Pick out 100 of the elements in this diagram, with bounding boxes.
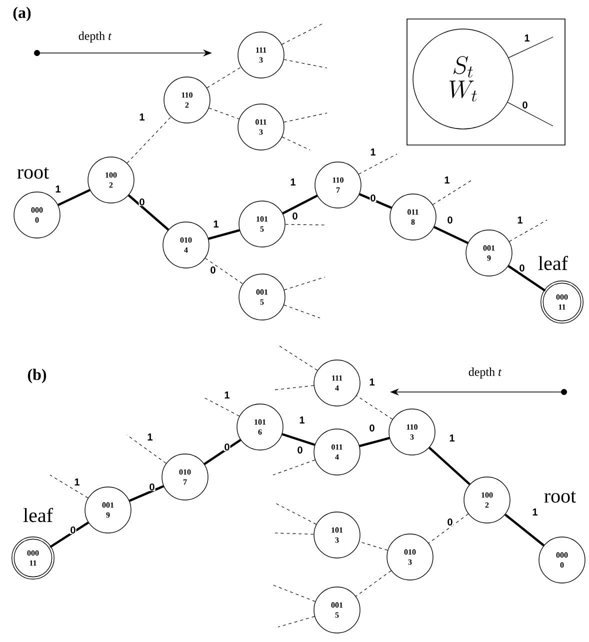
edge-label: 1 <box>370 148 376 156</box>
state-node: 111 3 <box>238 32 284 78</box>
branch-line <box>282 136 310 150</box>
branch-line <box>428 446 470 486</box>
edge-label: 0 <box>370 194 376 202</box>
branch-line <box>274 532 314 535</box>
state-node: 110 2 <box>164 76 210 124</box>
branch-line <box>284 276 326 290</box>
branch-line <box>50 474 88 498</box>
edge-label: 1 <box>54 185 62 193</box>
edge-label: 0 <box>210 266 216 274</box>
branch-line <box>208 108 240 120</box>
branch-line <box>508 36 554 58</box>
panel-label: (b) <box>28 368 46 384</box>
branch-line <box>58 188 90 206</box>
node-caption: root <box>17 167 49 179</box>
state-node: 101 5 <box>238 200 286 248</box>
branch-line <box>129 485 164 502</box>
node-caption: root <box>544 491 576 503</box>
branch-line <box>359 541 388 551</box>
state-node: 101 3 <box>314 512 360 558</box>
state-node: 001 9 <box>84 486 132 534</box>
leaf-node: 000 11 <box>12 536 54 580</box>
branch-line <box>358 154 398 174</box>
state-node: 001 5 <box>314 586 360 634</box>
state-node: 110 3 <box>388 408 436 456</box>
edge-label: 0 <box>70 526 76 534</box>
state-node: 001 5 <box>238 274 286 320</box>
branch-line <box>428 514 469 544</box>
branch-line <box>50 522 89 548</box>
branch-line <box>282 24 322 45</box>
state-node: 011 4 <box>314 428 360 476</box>
edge-label: 0 <box>224 442 230 452</box>
node-caption: leaf <box>538 256 568 270</box>
branch-line <box>282 194 318 214</box>
state-node: 001 9 <box>466 230 512 276</box>
state-node: 000 0 <box>538 536 586 584</box>
edge-label: 1 <box>290 178 296 186</box>
branch-line <box>126 116 172 164</box>
branch-line <box>432 180 472 205</box>
state-node: 010 7 <box>162 454 208 500</box>
branch-line <box>278 344 318 371</box>
branch-line <box>508 265 546 292</box>
edge-label: 0 <box>446 216 454 224</box>
branch-line <box>272 460 316 476</box>
direction-label: depth t <box>78 32 112 42</box>
state-node: 101 6 <box>236 404 284 450</box>
state-node: 110 7 <box>314 162 362 208</box>
edge-label: 0 <box>148 482 156 492</box>
branch-line <box>278 616 315 628</box>
state-node: 011 8 <box>390 194 436 240</box>
edge-label: 1 <box>368 378 376 386</box>
edge-label: 1 <box>444 176 450 184</box>
edge-label: 1 <box>138 113 146 121</box>
branch-line <box>356 395 393 420</box>
edge-label: 1 <box>74 478 80 486</box>
state-node: 111 4 <box>314 360 360 406</box>
branch-line <box>284 304 320 318</box>
branch-line <box>359 193 392 209</box>
edge-label: 1 <box>146 433 154 441</box>
branch-line <box>356 570 392 597</box>
edge-label: 0 <box>368 424 376 432</box>
branch-line <box>282 433 316 446</box>
edge-label: 1 <box>212 220 220 228</box>
branch-line <box>285 224 326 226</box>
branch-line <box>272 385 314 390</box>
direction-label: depth t <box>468 368 502 378</box>
branch-line <box>359 436 390 448</box>
edge-label: 0 <box>292 212 298 220</box>
edge-label: 0 <box>138 198 146 206</box>
edge-label: 0 <box>522 100 528 110</box>
branch-line <box>434 226 468 244</box>
branch-line <box>274 502 317 525</box>
branch-line <box>128 194 170 231</box>
edge-label: 1 <box>224 391 230 399</box>
edge-label: 0 <box>446 518 454 526</box>
branch-line <box>206 66 242 88</box>
branch-line <box>509 220 548 242</box>
branch-line <box>208 229 240 240</box>
edge-label: 1 <box>516 216 524 224</box>
branch-line <box>272 584 316 602</box>
node-caption: leaf <box>23 508 53 522</box>
branch-line <box>284 59 328 68</box>
branch-line <box>284 112 328 122</box>
state-node: 100 2 <box>464 476 510 524</box>
edge-label: 1 <box>298 416 306 424</box>
branch-line <box>202 396 240 416</box>
state-node: 000 0 <box>14 192 60 238</box>
panel-label: (a) <box>13 6 31 22</box>
branch-line <box>204 439 242 466</box>
branch-line <box>504 514 544 546</box>
edge-label: 1 <box>448 434 456 442</box>
state-node: 010 3 <box>386 534 434 580</box>
state-node: 010 4 <box>162 222 210 268</box>
branch-line <box>204 258 244 284</box>
edge-label: 0 <box>296 446 304 454</box>
leaf-node: 000 11 <box>540 280 584 324</box>
state-node: 011 3 <box>238 104 284 150</box>
edge-label: 1 <box>532 508 538 516</box>
edge-label: 0 <box>518 264 526 272</box>
